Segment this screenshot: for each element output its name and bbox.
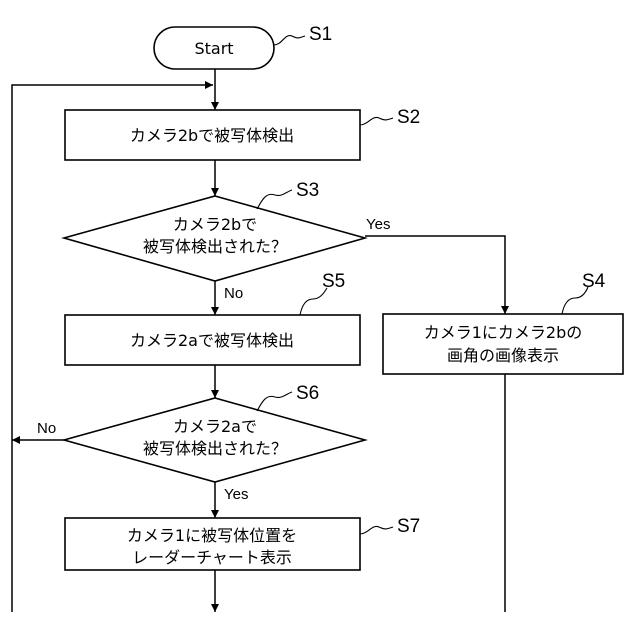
step-detect-2a: カメラ2aで被写体検出 S5 [65, 271, 360, 365]
s3-tag: S3 [296, 180, 319, 201]
edge-s3-yes-to-s4 [365, 236, 505, 314]
s5-label: カメラ2aで被写体検出 [130, 331, 294, 350]
step-radar-display: カメラ1に被写体位置を レーダーチャート表示 S7 [65, 516, 420, 570]
s1-leader [274, 36, 305, 45]
s3-leader [257, 190, 292, 209]
s1-tag: S1 [309, 24, 332, 45]
s6-tag: S6 [296, 383, 319, 404]
s6-yes-label: Yes [224, 486, 248, 503]
step-decide-2a: カメラ2aで 被写体検出された？ S6 No Yes [37, 383, 365, 503]
s4-tag: S4 [582, 271, 606, 292]
start-label: Start [194, 39, 233, 58]
step-show-angle: カメラ1にカメラ2bの 画角の画像表示 S4 [383, 271, 623, 374]
s7-tag: S7 [397, 516, 420, 537]
s5-tag: S5 [322, 271, 345, 292]
s6-no-label: No [37, 420, 56, 437]
s2-label: カメラ2bで被写体検出 [130, 126, 294, 145]
s7-leader [360, 526, 393, 534]
s4-label-line1: カメラ1にカメラ2bの [424, 323, 583, 342]
step-start: Start S1 [154, 24, 332, 69]
s2-tag: S2 [397, 107, 420, 128]
s3-yes-label: Yes [366, 216, 390, 233]
s2-leader [360, 117, 393, 125]
step-detect-2b: カメラ2bで被写体検出 S2 [65, 107, 420, 160]
s7-label-line2: レーダーチャート表示 [132, 548, 292, 567]
s6-label-line1: カメラ2aで [173, 417, 257, 436]
s3-no-label: No [224, 285, 243, 302]
s3-label-line2: 被写体検出された？ [143, 237, 287, 256]
s4-label-line2: 画角の画像表示 [447, 346, 559, 365]
s6-leader [257, 392, 292, 411]
s7-label-line1: カメラ1に被写体位置を [127, 526, 297, 545]
s5-leader [300, 288, 327, 315]
s3-label-line1: カメラ2bで [173, 215, 257, 234]
s6-label-line2: 被写体検出された？ [143, 439, 287, 458]
